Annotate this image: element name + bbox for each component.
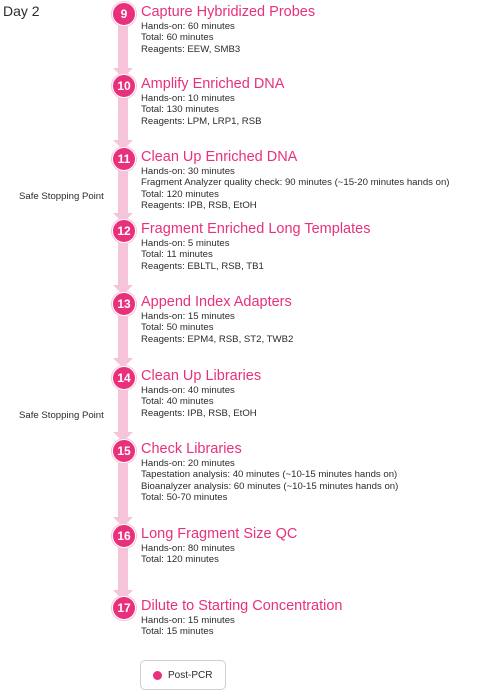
step-details: Hands-on: 20 minutes Tapestation analysi… [141, 458, 398, 504]
detail-line: Total: 60 minutes [141, 32, 214, 44]
step-title: Long Fragment Size QC [141, 526, 298, 542]
detail-line: Fragment Analyzer quality check: 90 minu… [141, 177, 450, 189]
detail-line: Reagents: LPM, LRP1, RSB [141, 115, 262, 127]
step-details: Hands-on: 15 minutes Total: 15 minutes [141, 615, 235, 638]
detail-line: Reagents: IPB, RSB, EtOH [141, 200, 257, 212]
step-number-badge: 9 [112, 2, 136, 26]
detail-line: Total: 50 minutes [141, 322, 214, 334]
detail-line: Total: 120 minutes [141, 188, 219, 200]
day-label: Day 2 [3, 3, 40, 19]
step-number-badge: 17 [112, 596, 136, 620]
detail-line: Reagents: IPB, RSB, EtOH [141, 407, 257, 419]
step-number-badge: 13 [112, 292, 136, 316]
detail-line: Hands-on: 80 minutes [141, 543, 235, 554]
step-number-badge: 12 [112, 219, 136, 243]
step-details: Hands-on: 80 minutes Total: 120 minutes [141, 543, 235, 566]
detail-line: Total: 50-70 minutes [141, 492, 228, 504]
post-pcr-dot-icon [153, 670, 162, 680]
step-title: Clean Up Libraries [141, 368, 262, 384]
detail-line: Hands-on: 5 minutes [141, 238, 230, 249]
step-number-badge: 15 [112, 439, 136, 463]
step-details: Hands-on: 5 minutes Total: 11 minutes Re… [141, 238, 264, 272]
detail-line: Hands-on: 15 minutes [141, 311, 235, 322]
detail-line: Hands-on: 15 minutes [141, 615, 235, 626]
detail-line: Hands-on: 10 minutes [141, 93, 235, 104]
detail-line: Hands-on: 20 minutes [141, 458, 235, 469]
step-title: Append Index Adapters [141, 294, 292, 310]
detail-line: Bioanalyzer analysis: 60 minutes (~10-15… [141, 480, 399, 492]
safe-stopping-point: Safe Stopping Point [19, 191, 104, 202]
detail-line: Reagents: EEW, SMB3 [141, 43, 241, 55]
step-number-badge: 14 [112, 366, 136, 390]
step-title: Amplify Enriched DNA [141, 76, 285, 92]
step-number-badge: 16 [112, 524, 136, 548]
step-details: Hands-on: 40 minutes Total: 40 minutes R… [141, 385, 257, 419]
detail-line: Total: 15 minutes [141, 626, 214, 638]
step-details: Hands-on: 10 minutes Total: 130 minutes … [141, 93, 262, 127]
detail-line: Tapestation analysis: 40 minutes (~10-15… [141, 469, 398, 481]
detail-line: Hands-on: 30 minutes [141, 166, 235, 177]
detail-line: Reagents: EPM4, RSB, ST2, TWB2 [141, 333, 294, 345]
step-details: Hands-on: 30 minutes Fragment Analyzer q… [141, 166, 450, 212]
step-title: Fragment Enriched Long Templates [141, 221, 371, 237]
step-title: Capture Hybridized Probes [141, 4, 316, 20]
detail-line: Total: 130 minutes [141, 104, 219, 116]
detail-line: Total: 40 minutes [141, 396, 214, 408]
step-title: Dilute to Starting Concentration [141, 598, 343, 614]
detail-line: Hands-on: 40 minutes [141, 385, 235, 396]
step-title: Check Libraries [141, 441, 242, 457]
step-details: Hands-on: 60 minutes Total: 60 minutes R… [141, 21, 240, 55]
detail-line: Total: 11 minutes [141, 249, 213, 261]
legend-label: Post-PCR [168, 669, 213, 681]
step-details: Hands-on: 15 minutes Total: 50 minutes R… [141, 311, 293, 345]
step-number-badge: 10 [112, 74, 136, 98]
detail-line: Total: 120 minutes [141, 554, 219, 566]
step-title: Clean Up Enriched DNA [141, 149, 298, 165]
legend: Post-PCR [140, 660, 226, 690]
step-number-badge: 11 [112, 147, 136, 171]
detail-line: Hands-on: 60 minutes [141, 21, 235, 32]
detail-line: Reagents: EBLTL, RSB, TB1 [141, 260, 264, 272]
safe-stopping-point: Safe Stopping Point [19, 410, 104, 421]
